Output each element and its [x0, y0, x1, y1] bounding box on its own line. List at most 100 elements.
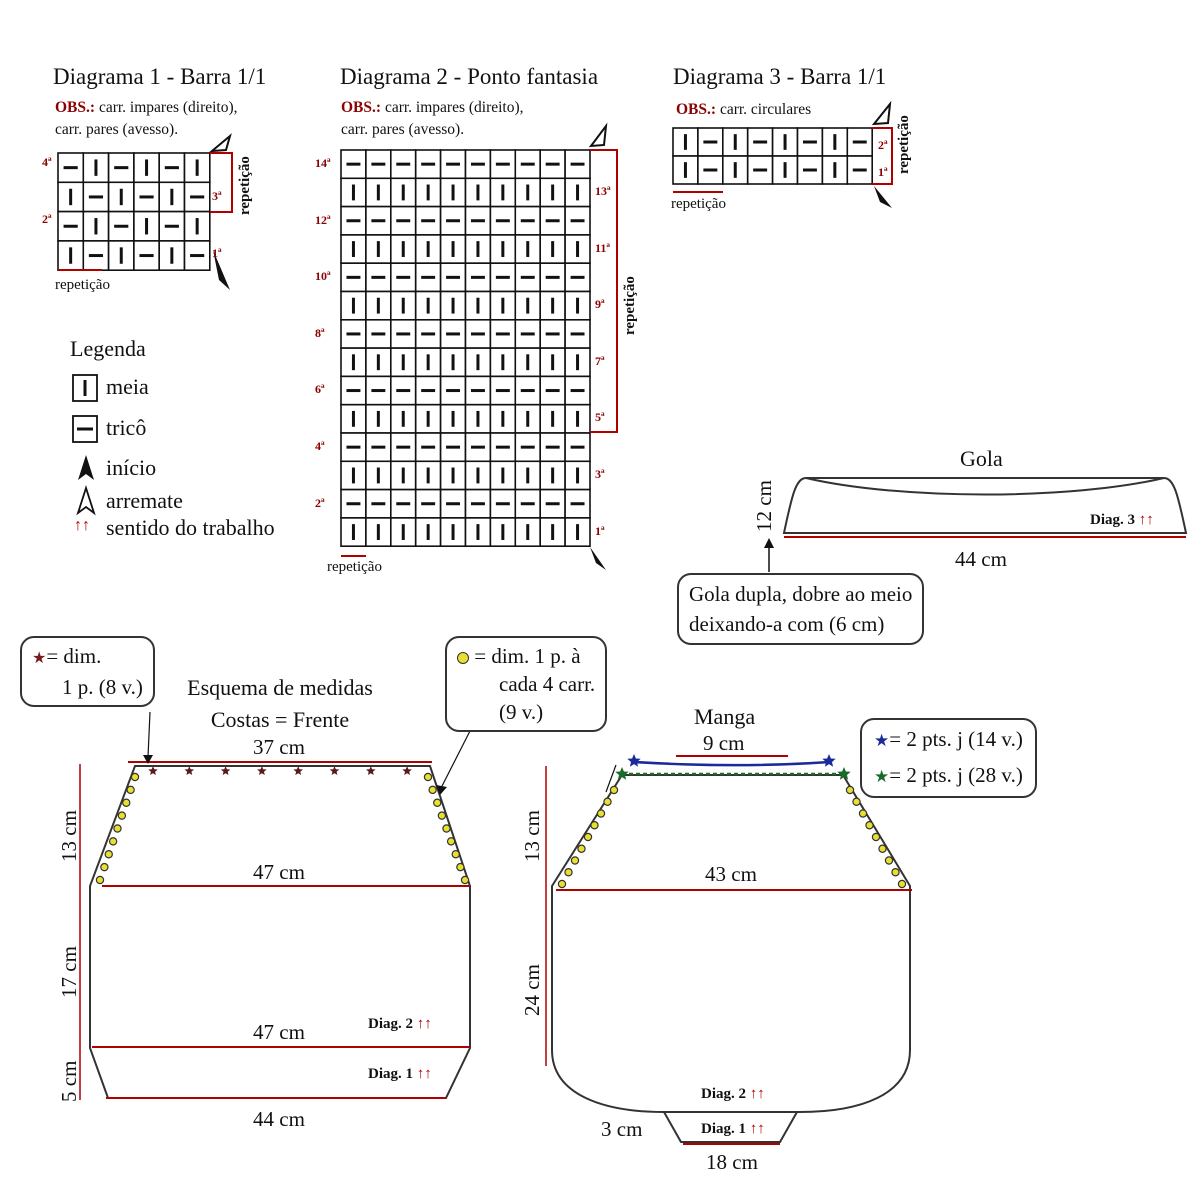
stitch-cell — [514, 488, 541, 519]
decrease-dot — [603, 797, 612, 806]
body-bottom-width: 44 cm — [253, 1107, 305, 1131]
start-arrow-icon — [874, 186, 892, 208]
repeat-label: repetição — [237, 156, 253, 215]
star-icon — [293, 766, 303, 775]
repeat-label: repetição — [622, 276, 638, 335]
sleeve-cuff-height: 3 cm — [601, 1117, 643, 1141]
decrease-dot — [104, 850, 113, 859]
diagram1-title: Diagrama 1 - Barra 1/1 — [53, 64, 267, 89]
row-label: 1ª — [595, 523, 605, 538]
diagram1-note: OBS.: carr. impares (direito), carr. par… — [55, 99, 238, 138]
diagram2-title: Diagrama 2 - Ponto fantasia — [340, 64, 599, 89]
sleeve-top-width: 9 cm — [703, 731, 745, 755]
body-height-mid: 17 cm — [57, 946, 81, 998]
stitch-cell — [414, 149, 442, 180]
sleeve-height-mid: 24 cm — [520, 964, 544, 1016]
star-icon — [837, 767, 851, 780]
row-label: 9ª — [595, 297, 605, 312]
row-label: 1ª — [212, 246, 222, 260]
decrease-dot — [878, 844, 887, 853]
stitch-cell — [389, 234, 417, 264]
decrease-dot — [126, 785, 135, 795]
row-label: 2ª — [315, 495, 325, 510]
blue-star-icon: ★ — [874, 731, 890, 750]
decrease-dot — [897, 879, 907, 889]
body-lower-width: 47 cm — [253, 1020, 305, 1044]
row-label: 14ª — [315, 156, 331, 170]
legend-title: Legenda — [70, 336, 146, 361]
sleeve-diag1-tag: Diag. 1 ↑↑ — [701, 1121, 765, 1137]
diagram2-row-repeat-bracket — [590, 149, 618, 433]
decrease-dot — [113, 824, 122, 833]
finish-arrow-icon — [76, 485, 96, 516]
row-label: 3ª — [595, 467, 605, 481]
body-mid-width: 47 cm — [253, 860, 305, 884]
legend-start: início — [106, 455, 157, 480]
decrease-dot — [117, 811, 127, 820]
dot-decrease-note: = dim. 1 p. à cada 4 carr. (9 v.) — [445, 636, 608, 732]
row-label: 3ª — [212, 189, 222, 203]
decrease-dot — [577, 844, 586, 853]
row-label: 4ª — [315, 439, 325, 453]
row-label: 2ª — [878, 138, 888, 152]
body-shape — [89, 765, 471, 1099]
decrease-dot — [884, 856, 894, 865]
legend-knit: meia — [106, 374, 149, 399]
repeat-label: repetição — [55, 277, 110, 293]
start-arrow-icon — [78, 455, 94, 480]
decrease-dot — [122, 798, 131, 807]
decrease-dot — [590, 821, 599, 830]
diagram3-row-repeat-bracket — [872, 127, 893, 185]
diagram1-row-repeat-bracket — [210, 152, 233, 213]
decrease-dot — [428, 785, 437, 795]
direction-arrows-icon: ↑↑ — [74, 517, 90, 534]
stitch-cell — [489, 517, 517, 548]
body-height-bottom: 5 cm — [57, 1060, 81, 1102]
body-height-top: 13 cm — [57, 810, 81, 862]
decrease-dot — [891, 868, 900, 877]
star-icon — [329, 766, 340, 775]
decrease-dot — [130, 772, 140, 782]
legend-finish: arremate — [106, 488, 183, 513]
decrease-dot — [433, 798, 442, 807]
green-star-icon: ★ — [874, 767, 890, 786]
decrease-dot — [460, 875, 470, 885]
sleeve-title: Manga — [694, 704, 756, 729]
decrease-dot — [451, 850, 460, 859]
decrease-dot — [100, 862, 109, 872]
decrease-dot — [596, 809, 606, 818]
star-icon: ★ — [32, 650, 47, 667]
decrease-dot — [423, 772, 433, 782]
row-label: 5ª — [595, 410, 605, 425]
diagram3-title: Diagrama 3 - Barra 1/1 — [673, 64, 887, 89]
row-label: 6ª — [315, 382, 325, 397]
star-icon — [257, 766, 267, 775]
decrease-dot — [858, 809, 868, 818]
diagram1-grid — [57, 152, 211, 271]
body-top-width: 37 cm — [253, 735, 305, 759]
decrease-dot — [456, 862, 465, 872]
decrease-dot — [609, 785, 619, 795]
row-label: 12ª — [315, 212, 331, 227]
sleeve-mid-width: 43 cm — [705, 862, 757, 886]
row-label: 1ª — [878, 165, 888, 179]
collar-title: Gola — [960, 446, 1003, 471]
star-icon — [402, 766, 412, 775]
finish-arrow-icon — [208, 133, 232, 153]
row-label: 4ª — [42, 155, 52, 169]
start-arrow-icon — [590, 547, 606, 570]
decrease-dot — [95, 875, 105, 885]
legend-direction: sentido do trabalho — [106, 515, 275, 540]
decrease-dot — [583, 832, 593, 842]
decrease-dot — [871, 832, 881, 842]
star-icon — [220, 766, 231, 775]
decrease-dot — [108, 837, 118, 846]
body-diag2-tag: Diag. 2 ↑↑ — [368, 1016, 432, 1032]
decrease-dot — [564, 868, 573, 877]
body-diag1-tag: Diag. 1 ↑↑ — [368, 1066, 432, 1082]
decrease-dot — [437, 811, 447, 820]
diagram3-grid — [672, 127, 873, 185]
diagram2-grid — [340, 149, 591, 548]
